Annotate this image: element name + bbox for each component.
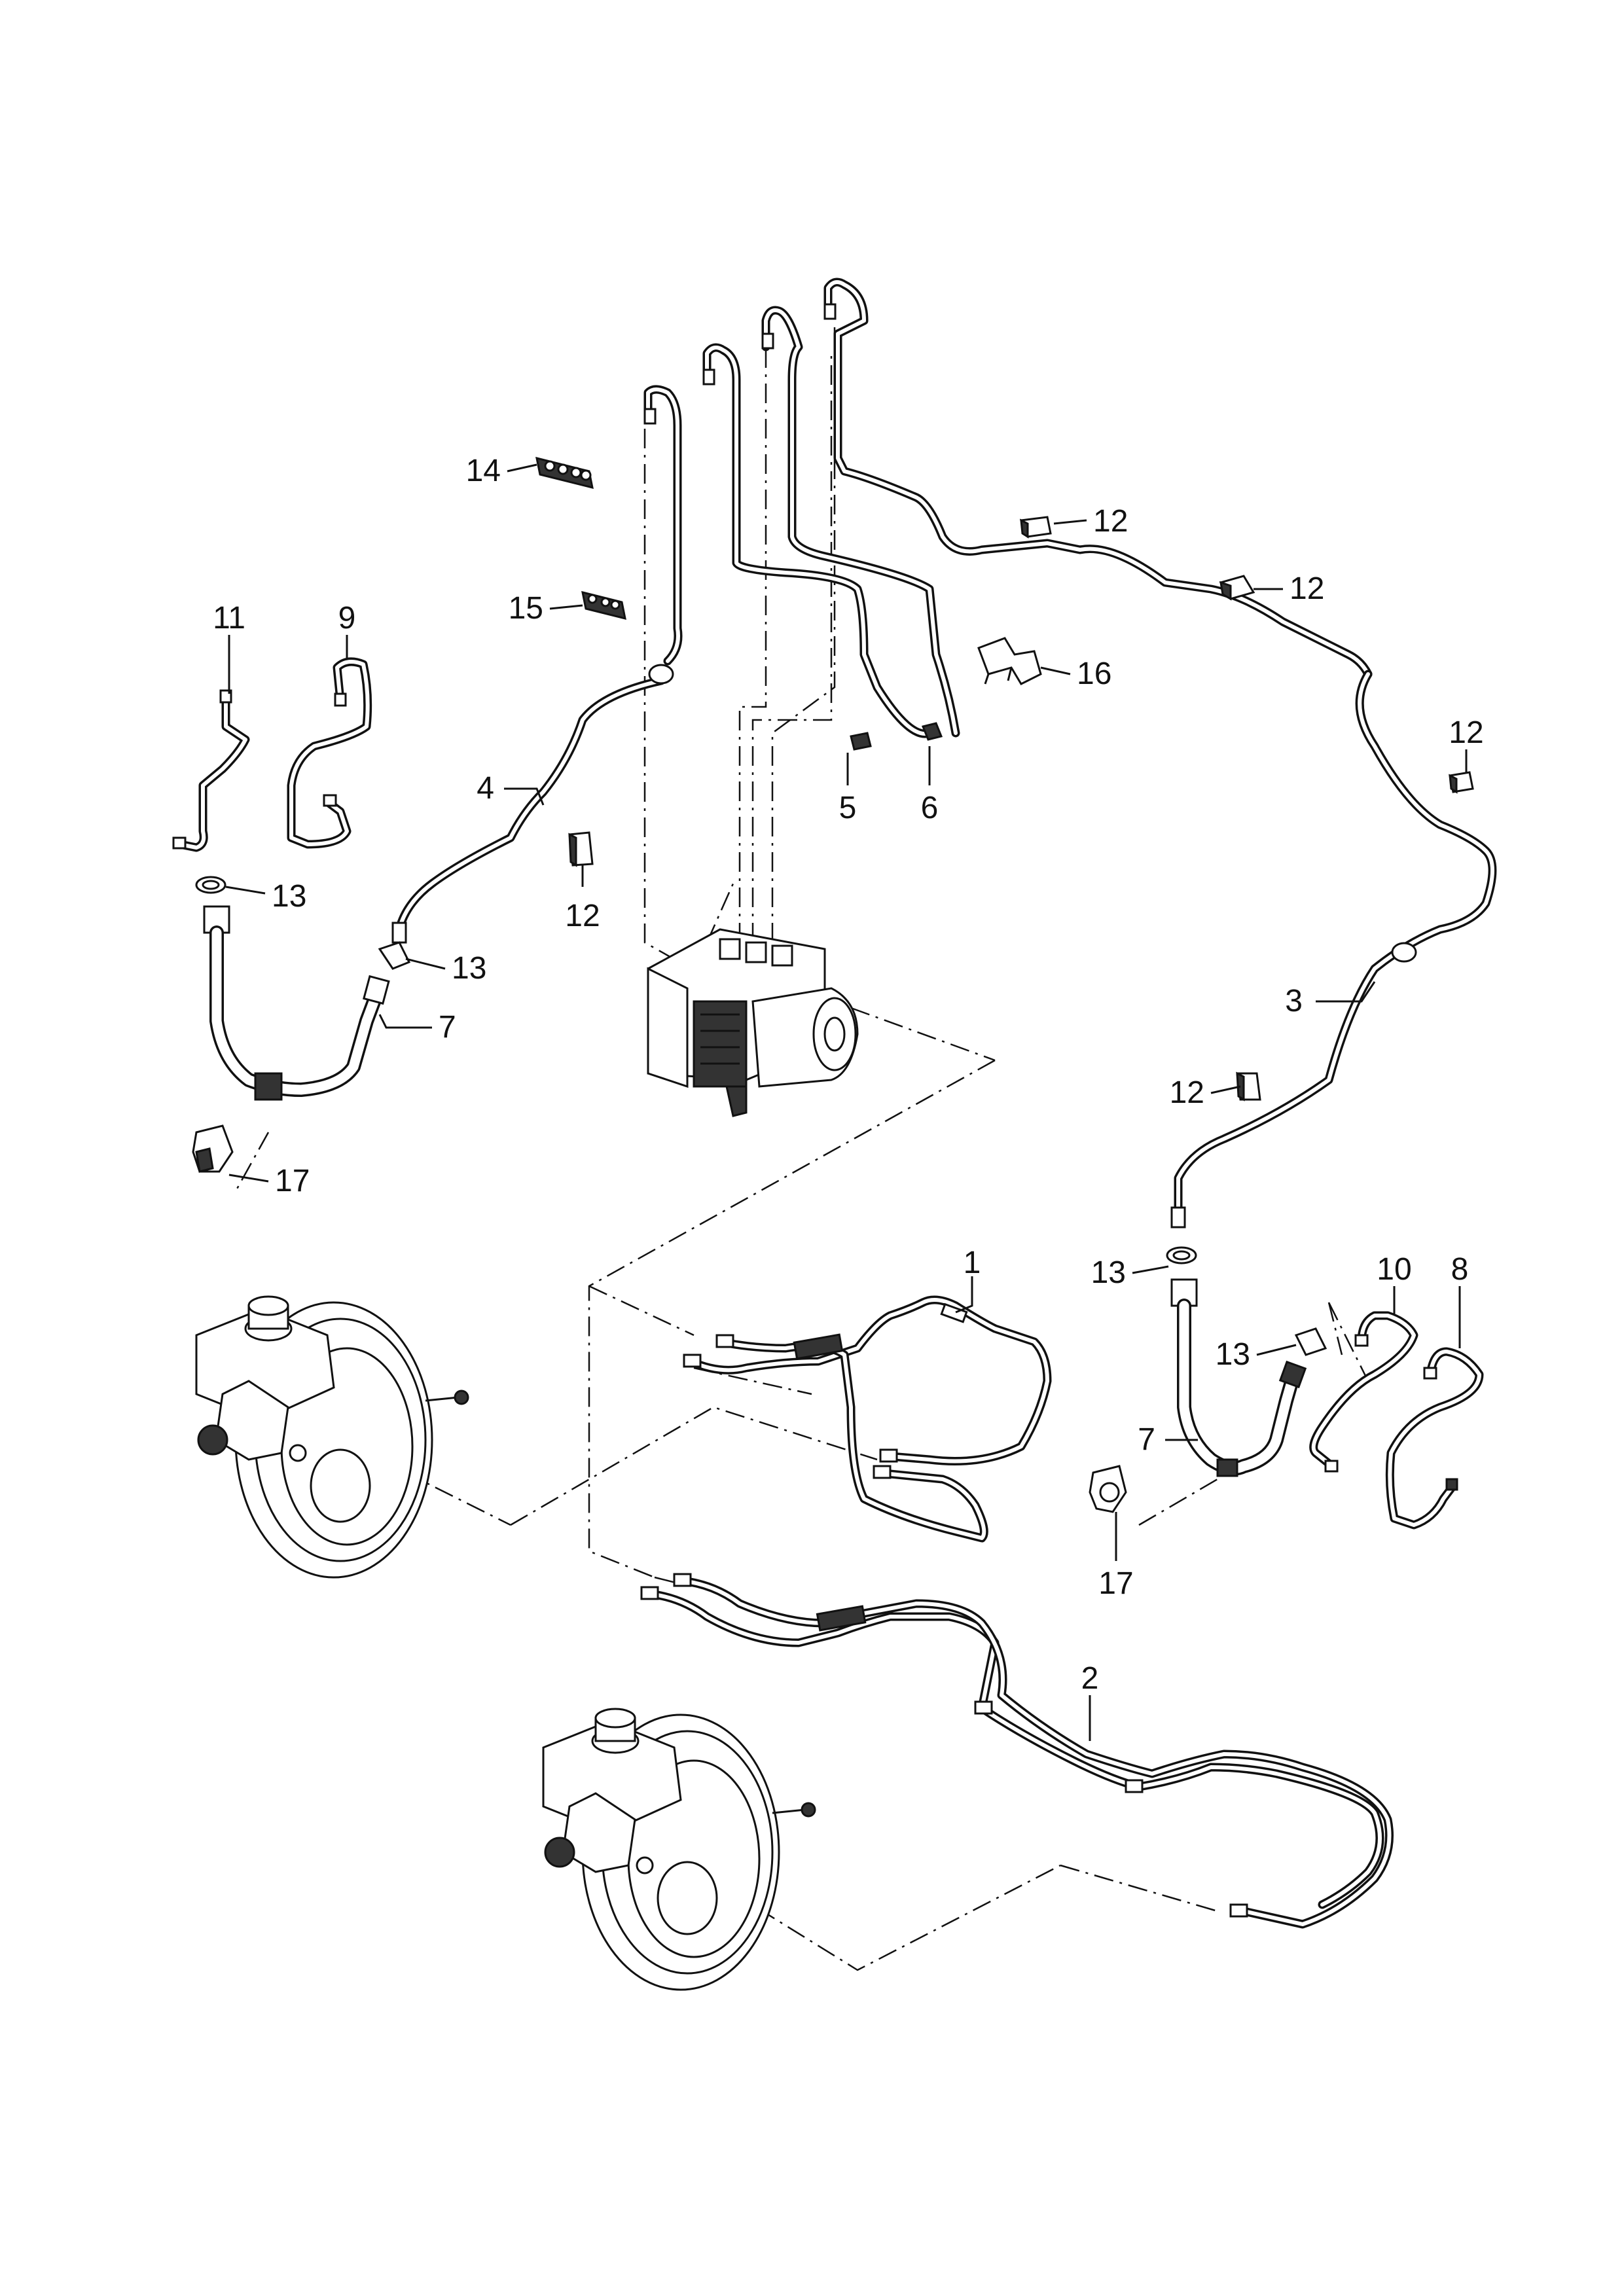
clip-12-d <box>1236 1071 1261 1102</box>
clip-17-b <box>1089 1465 1127 1513</box>
clip-12-e <box>568 831 594 867</box>
callout-13-d: 13 <box>1216 1337 1250 1372</box>
clip-13-b <box>378 941 411 970</box>
callout-7-right: 7 <box>1138 1422 1155 1457</box>
callout-labels: 1 2 3 4 5 6 7 7 8 9 10 11 12 12 12 12 12… <box>213 454 1484 1696</box>
pipe-set-1 <box>683 1295 1052 1543</box>
clip-15 <box>581 590 626 620</box>
callout-13-a: 13 <box>272 879 306 914</box>
callout-13-c: 13 <box>1091 1255 1126 1290</box>
callout-1: 1 <box>964 1246 981 1280</box>
leader-lines <box>225 463 1468 1741</box>
clip-13-c <box>1166 1246 1197 1265</box>
clip-13-d <box>1294 1327 1327 1356</box>
callout-11: 11 <box>213 601 245 636</box>
clip-13-a <box>195 876 226 894</box>
callout-10: 10 <box>1377 1252 1411 1287</box>
reference-lines <box>234 314 1369 1971</box>
callout-6: 6 <box>921 791 939 825</box>
brake-hoses <box>203 905 1307 1477</box>
clips <box>192 456 1474 1513</box>
callout-14: 14 <box>466 454 501 488</box>
bracket-16 <box>977 637 1042 685</box>
clip-12-c <box>1449 771 1474 794</box>
small-pipes <box>172 657 1484 1530</box>
callout-5: 5 <box>839 791 857 825</box>
brake-hose-left <box>203 905 390 1101</box>
brake-hose-right <box>1170 1278 1307 1477</box>
callout-9: 9 <box>338 601 356 636</box>
callout-17-a: 17 <box>275 1164 310 1198</box>
pipe-set-2 <box>640 1573 1394 1929</box>
callout-16: 16 <box>1077 656 1111 691</box>
upper-brake-pipes <box>391 278 1497 1229</box>
callout-8: 8 <box>1451 1252 1469 1287</box>
callout-4: 4 <box>477 771 494 806</box>
clip-strip-14 <box>535 456 594 490</box>
abs-hydraulic-unit <box>647 928 859 1117</box>
clip-12-a <box>1019 516 1052 539</box>
callout-3: 3 <box>1285 984 1303 1018</box>
callout-2: 2 <box>1081 1661 1099 1696</box>
callout-7-left: 7 <box>439 1010 456 1045</box>
clip-12-b <box>1219 575 1255 601</box>
callout-12-e: 12 <box>565 899 600 933</box>
callout-12-b: 12 <box>1290 571 1324 606</box>
callout-12-a: 12 <box>1093 504 1128 539</box>
callout-13-b: 13 <box>452 951 486 986</box>
brake-booster-lower <box>542 1708 816 1991</box>
callout-15: 15 <box>509 591 543 626</box>
callout-12-d: 12 <box>1170 1075 1204 1110</box>
brake-booster-upper <box>195 1295 469 1579</box>
callout-12-c: 12 <box>1449 715 1483 750</box>
callout-17-b: 17 <box>1098 1566 1133 1601</box>
clip-17-a <box>192 1124 234 1173</box>
